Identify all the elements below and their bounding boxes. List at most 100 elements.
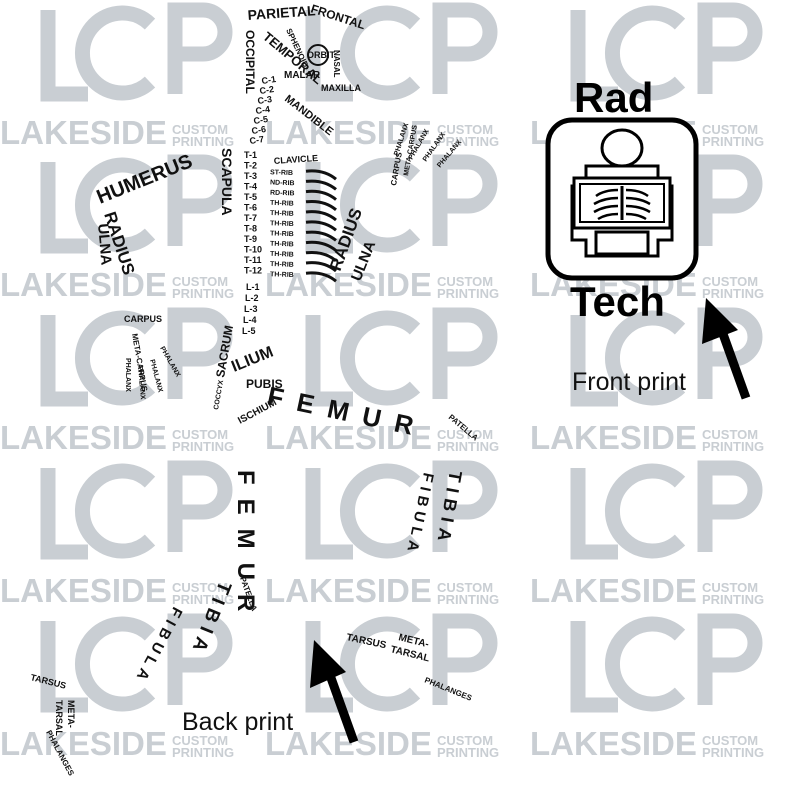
front-arrow-icon (702, 298, 751, 400)
lcp-logo-icon (570, 613, 763, 713)
carpus-left-label: CARPUS (124, 314, 162, 324)
rib-curve-3 (305, 189, 337, 201)
cervical-vertebra-2: C-2 (259, 84, 275, 96)
watermark-line2: PRINTING (702, 745, 764, 760)
thoracic-spine: T-1T-2T-3T-4T-5T-6T-7T-8T-9T-10T-11T-12 (244, 150, 262, 276)
watermark-line1: CUSTOM (437, 274, 493, 289)
watermark-line1: CUSTOM (437, 122, 493, 137)
watermark-line2: PRINTING (437, 592, 499, 607)
watermark-line1: CUSTOM (172, 274, 228, 289)
phalanx-left-1: PHALANX (158, 346, 181, 379)
thoracic-vertebra-9: T-9 (244, 234, 257, 244)
thoracic-vertebra-3: T-3 (244, 171, 257, 181)
lcp-logo-icon (40, 154, 233, 254)
rib-curve-4 (305, 199, 337, 211)
rib-curve-5 (305, 210, 337, 222)
orbit-label: ORBIT (307, 50, 336, 60)
lcp-logo-icon (570, 2, 763, 102)
watermark-brand: LAKESIDE (530, 725, 697, 762)
lumbar-vertebra-3: L-3 (244, 304, 258, 314)
rib-curve-2 (305, 179, 337, 191)
rib-curve-8 (305, 240, 337, 252)
lumbar-vertebra-2: L-2 (245, 293, 259, 303)
lumbar-vertebra-4: L-4 (243, 315, 257, 325)
tibia-front-label: TIBIA (433, 469, 466, 548)
thoracic-vertebra-6: T-6 (244, 203, 257, 213)
watermark-line2: PRINTING (172, 286, 234, 301)
watermark-brand: LAKESIDE (0, 725, 167, 762)
watermark-line1: CUSTOM (172, 122, 228, 137)
lumbar-spine: L-1L-2L-3L-4L-5 (242, 282, 260, 336)
rib-4: TH-RIB (270, 200, 294, 208)
rib-7: TH-RIB (270, 230, 294, 238)
lcp-logo-icon (40, 2, 233, 102)
watermark-line1: CUSTOM (437, 580, 493, 595)
lumbar-vertebra-1: L-1 (246, 282, 260, 292)
cervical-vertebra-5: C-5 (253, 114, 269, 126)
humerus-label: HUMERUS (94, 150, 196, 208)
thoracic-vertebra-10: T-10 (244, 245, 262, 255)
clavicle-label: CLAVICLE (273, 153, 318, 166)
thoracic-vertebra-4: T-4 (244, 182, 257, 192)
thoracic-vertebra-2: T-2 (244, 161, 257, 171)
lcp-logo-icon (305, 307, 498, 407)
phalanx-left-3: PHALANX (136, 366, 146, 401)
cervical-vertebra-1: C-1 (261, 74, 277, 86)
watermark-line2: PRINTING (702, 286, 764, 301)
rib-11: TH-RIB (270, 271, 294, 279)
cervical-vertebra-3: C-3 (257, 94, 273, 106)
watermark-line2: PRINTING (437, 745, 499, 760)
rad-tech-logo: Rad Tech (545, 74, 699, 325)
rib-5: TH-RIB (270, 210, 294, 218)
maxilla-label: MAXILLA (321, 83, 361, 93)
watermark-line2: PRINTING (702, 592, 764, 607)
phalanx-left-2: PHALANX (148, 359, 164, 394)
malar-label: MALAR (284, 70, 321, 81)
watermark-brand: LAKESIDE (0, 572, 167, 609)
rib-2: ND-RIB (270, 179, 295, 187)
tech-title: Tech (570, 278, 665, 325)
thoracic-vertebra-5: T-5 (244, 192, 257, 202)
watermark-line1: CUSTOM (702, 733, 758, 748)
watermark-brand: LAKESIDE (0, 114, 167, 151)
rib-8: TH-RIB (270, 241, 294, 249)
watermark-line1: CUSTOM (702, 427, 758, 442)
watermark-line2: PRINTING (172, 439, 234, 454)
ilium-label: ILIUM (229, 344, 276, 376)
watermark-line2: PRINTING (437, 286, 499, 301)
thoracic-vertebra-1: T-1 (244, 150, 257, 160)
rib-10: TH-RIB (270, 261, 294, 269)
lcp-logo-icon (40, 307, 233, 407)
cervical-vertebra-6: C-6 (251, 124, 267, 136)
rib-cage: CLAVICLE ST-RIB ND-RIB RD-RIB TH-RIB TH-RIB TH… (270, 153, 337, 283)
rib-3: RD-RIB (270, 190, 295, 198)
watermark-line2: PRINTING (702, 439, 764, 454)
right-arm: RADIUS ULNA CARPUS META-CARPUS PHALANX P… (326, 122, 464, 284)
watermark-brand: LAKESIDE (265, 266, 432, 303)
watermark-line1: CUSTOM (172, 580, 228, 595)
watermark-brand: LAKESIDE (265, 114, 432, 151)
rib-curve-7 (305, 230, 337, 242)
watermark-brand: LAKESIDE (530, 419, 697, 456)
rib-curve-1 (305, 169, 337, 181)
pubis-label: PUBIS (246, 377, 283, 391)
tarsus-back-label: TARSUS (30, 672, 68, 690)
rib-1: ST-RIB (270, 169, 293, 177)
scapula-label: SCAPULA (219, 148, 235, 216)
rib-curve-9 (305, 250, 337, 262)
cervical-vertebra-7: C-7 (249, 134, 265, 146)
tarsus-front-label: TARSUS (345, 632, 387, 651)
fibula-front-label: FIBULA (402, 471, 436, 558)
tarsal-back-label: TARSAL (54, 700, 64, 736)
watermark-line1: CUSTOM (172, 733, 228, 748)
meta-back-label: META- (66, 700, 76, 728)
back-print-caption: Back print (182, 708, 293, 736)
thoracic-vertebra-11: T-11 (244, 255, 262, 265)
